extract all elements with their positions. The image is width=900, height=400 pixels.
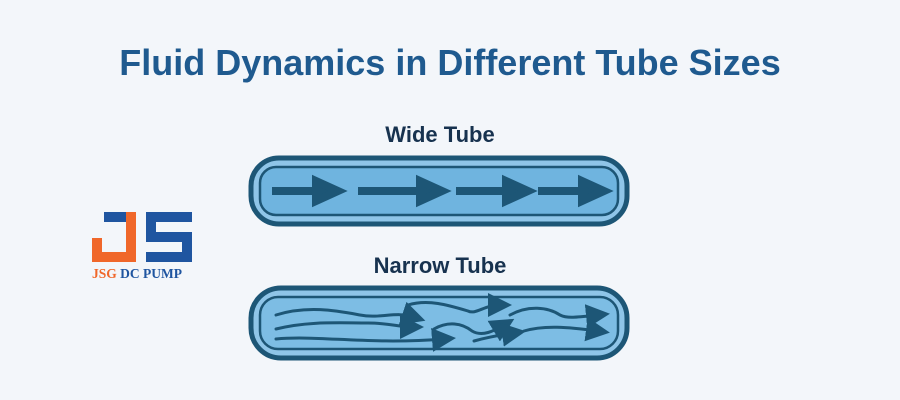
flow-arrow [274,301,426,325]
flow-arrow [272,174,348,208]
narrow-tube [248,285,630,361]
js-monogram-icon [92,212,192,262]
flow-arrow [538,174,614,208]
logo-brand-text: JSG [92,266,117,281]
flow-arrow [274,314,424,339]
flow-arrow [406,293,512,318]
logo-wordmark: JSG DC PUMP [92,266,202,282]
flow-arrow [274,327,456,352]
wide-tube [248,155,630,227]
flow-arrow [358,174,452,208]
flow-arrow [522,317,610,342]
flow-arrow [432,318,515,342]
flow-arrow [508,304,610,329]
laminar-flow-arrows [272,174,614,208]
flow-arrow [472,322,526,347]
narrow-tube-label: Narrow Tube [373,253,507,278]
logo-product-text: DC PUMP [116,266,182,281]
wide-tube-label: Wide Tube [385,122,495,147]
jsg-dc-pump-logo: JSG DC PUMP [92,208,197,281]
turbulent-flow-arrows [274,293,610,352]
page-title: Fluid Dynamics in Different Tube Sizes [119,42,781,83]
flow-arrow [456,174,538,208]
